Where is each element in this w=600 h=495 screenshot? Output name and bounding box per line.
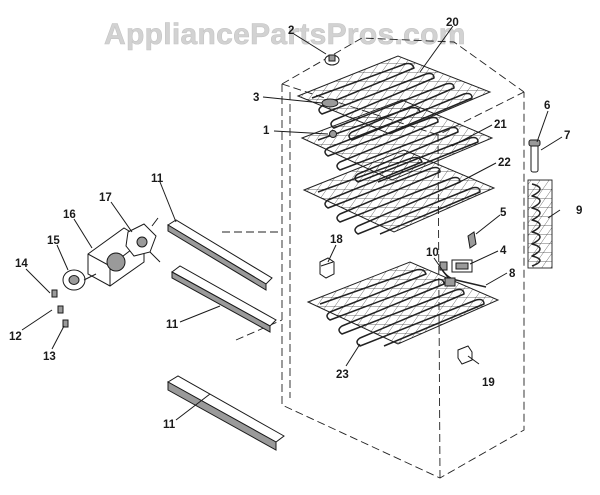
callout-13: 13 — [43, 351, 56, 363]
fastener-part-5 — [467, 231, 477, 249]
screw-part-1 — [329, 130, 337, 138]
callout-2: 2 — [288, 25, 294, 37]
sensor-part-2 — [324, 54, 340, 66]
thermostat-part-4 — [451, 259, 473, 273]
evaporator-shelf-22 — [302, 149, 496, 235]
callout-6: 6 — [544, 100, 550, 112]
callout-18: 18 — [330, 234, 343, 246]
evaporator-shelf-23 — [306, 261, 500, 347]
callout-7: 7 — [564, 130, 570, 142]
callout-19: 19 — [482, 377, 495, 389]
callout-21: 21 — [494, 119, 507, 131]
callout-5: 5 — [500, 207, 507, 219]
bracket-part-18 — [319, 257, 335, 279]
bracket-part-19 — [457, 345, 473, 365]
callout-16: 16 — [63, 209, 76, 221]
side-coil-9 — [527, 179, 553, 269]
callout-10: 10 — [426, 247, 439, 259]
callout-22: 22 — [498, 157, 511, 169]
callout-20: 20 — [446, 17, 459, 29]
callout-11-middle: 11 — [166, 319, 179, 331]
callout-11-lower: 11 — [163, 419, 176, 431]
callout-14: 14 — [15, 258, 28, 270]
callout-labels: 2 3 1 20 21 22 6 7 9 5 4 8 10 18 19 23 1… — [9, 17, 582, 431]
callout-9: 9 — [576, 205, 582, 217]
callout-15: 15 — [47, 235, 60, 247]
watermark-text: AppliancePartsPros.com — [104, 18, 466, 51]
callout-11-upper: 11 — [151, 173, 164, 185]
support-rail-middle — [171, 265, 277, 333]
connector-part-10 — [444, 277, 456, 287]
callout-8: 8 — [509, 268, 516, 280]
callout-23: 23 — [336, 369, 349, 381]
screws-12-13-14 — [51, 289, 69, 328]
clip-part-3 — [321, 98, 339, 108]
callout-3: 3 — [253, 92, 259, 104]
callout-17: 17 — [99, 192, 112, 204]
fan-motor-assembly — [62, 217, 161, 291]
callout-4: 4 — [500, 245, 507, 257]
drain-tube-6 — [528, 139, 541, 173]
callout-1: 1 — [263, 125, 270, 137]
leader-lines — [21, 25, 563, 421]
support-rail-lower — [167, 375, 285, 451]
support-rail-upper — [167, 219, 273, 291]
callout-12: 12 — [9, 331, 22, 343]
